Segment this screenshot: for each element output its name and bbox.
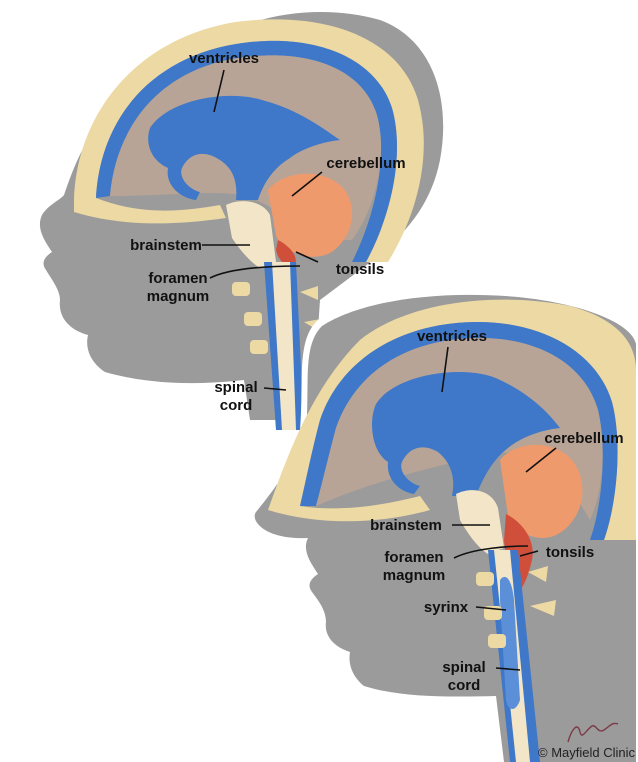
label-magnum: magnum [147,288,210,305]
label-cord-2: cord [448,677,481,694]
label-tonsils-2: tonsils [546,544,594,561]
label-magnum-2: magnum [383,567,446,584]
label-ventricles: ventricles [189,50,259,67]
label-cerebellum: cerebellum [326,155,405,172]
label-foramen-2: foramen [384,549,443,566]
label-spinal: spinal [214,379,257,396]
label-spinal-2: spinal [442,659,485,676]
label-foramen: foramen [148,270,207,287]
label-cord: cord [220,397,253,414]
label-brainstem-2: brainstem [370,517,442,534]
label-ventricles-2: ventricles [417,328,487,345]
label-syrinx: syrinx [424,599,469,616]
copyright-credit: © Mayfield Clinic [538,745,635,760]
label-tonsils: tonsils [336,261,384,278]
label-cerebellum-2: cerebellum [544,430,623,447]
label-brainstem: brainstem [130,237,202,254]
chiari-head-figure: ventricles cerebellum brainstem foramen … [247,287,638,762]
